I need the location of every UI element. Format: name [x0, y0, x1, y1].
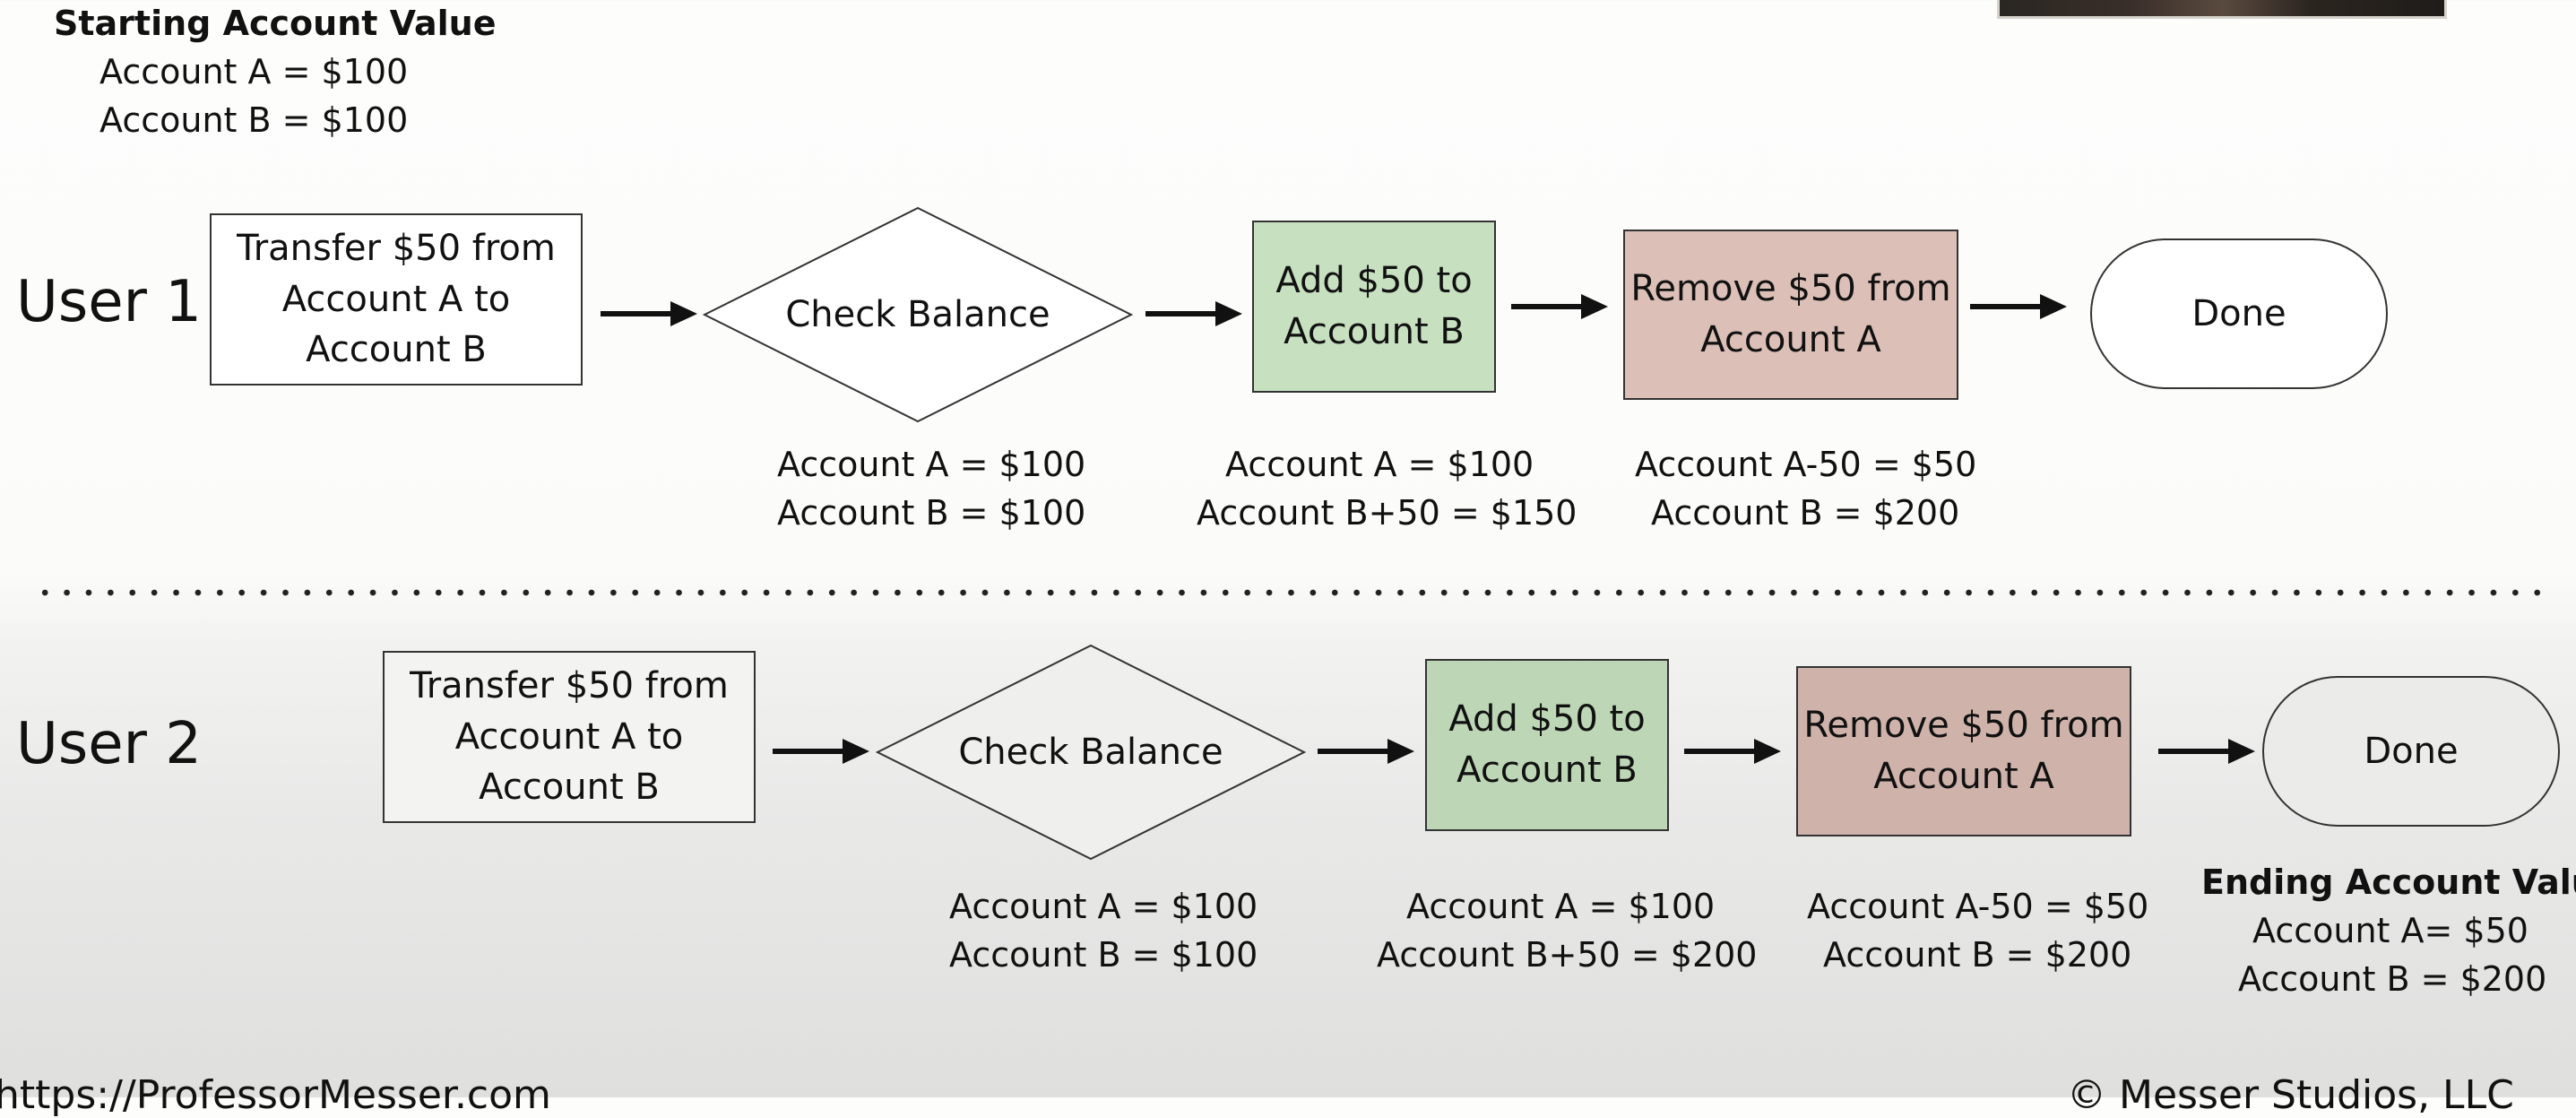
user2-done-label: Done — [2364, 730, 2459, 772]
user1-remove-val-a: Account A-50 = $50 — [1635, 445, 1977, 484]
user1-transfer-line1: Transfer $50 from — [237, 227, 556, 269]
user2-arrow-4 — [2158, 739, 2255, 764]
user2-remove-box: Remove $50 from Account A — [1796, 666, 2131, 836]
user2-remove-val-a: Account A-50 = $50 — [1807, 887, 2149, 926]
user2-arrow-2 — [1318, 739, 1414, 764]
user2-add-line1: Add $50 to — [1448, 698, 1646, 741]
user1-transfer-line2: Account A to — [281, 278, 511, 320]
user1-remove-box: Remove $50 from Account A — [1623, 230, 1958, 400]
user2-label: User 2 — [16, 711, 202, 777]
user1-add-val-b: Account B+50 = $150 — [1197, 493, 1578, 533]
user1-remove-line1: Remove $50 from — [1630, 268, 1951, 310]
user1-check-diamond: Check Balance — [703, 206, 1133, 423]
starting-line-a: Account A = $100 — [99, 52, 409, 91]
user2-done-terminal: Done — [2262, 676, 2560, 827]
user1-done-label: Done — [2191, 292, 2286, 334]
user2-remove-val-b: Account B = $200 — [1823, 935, 2132, 975]
user1-add-line2: Account B — [1284, 311, 1465, 352]
user2-transfer-line1: Transfer $50 from — [410, 664, 729, 706]
user2-add-box: Add $50 to Account B — [1425, 659, 1669, 831]
user1-add-val-a: Account A = $100 — [1225, 445, 1534, 484]
user2-add-val-a: Account A = $100 — [1406, 887, 1716, 926]
presenter-video-thumbnail — [1997, 0, 2447, 19]
user2-transfer-box: Transfer $50 from Account A to Account B — [383, 651, 756, 823]
ending-line-b: Account B = $200 — [2238, 959, 2547, 999]
user2-remove-line2: Account A — [1873, 756, 2054, 797]
user1-arrow-2 — [1145, 301, 1242, 326]
section-divider — [34, 588, 2553, 597]
user2-add-val-b: Account B+50 = $200 — [1377, 935, 1758, 975]
user1-check-label: Check Balance — [785, 294, 1050, 335]
user1-transfer-line3: Account B — [306, 329, 487, 371]
starting-line-b: Account B = $100 — [99, 100, 409, 140]
user1-arrow-3 — [1511, 294, 1608, 319]
user1-remove-val-b: Account B = $200 — [1651, 493, 1960, 533]
user2-check-label: Check Balance — [958, 732, 1223, 773]
user2-remove-line1: Remove $50 from — [1803, 705, 2124, 747]
user2-check-val-b: Account B = $100 — [949, 935, 1258, 975]
footer-website-link[interactable]: https://ProfessorMesser.com — [0, 1072, 551, 1118]
user1-remove-line2: Account A — [1700, 319, 1881, 360]
user2-transfer-line2: Account A to — [454, 715, 684, 758]
ending-line-a: Account A= $50 — [2252, 911, 2528, 950]
user1-transfer-box: Transfer $50 from Account A to Account B — [210, 213, 583, 386]
starting-header: Starting Account Value — [54, 4, 497, 43]
user1-check-val-a: Account A = $100 — [777, 445, 1086, 484]
user2-check-diamond: Check Balance — [876, 644, 1306, 861]
user1-arrow-4 — [1970, 294, 2067, 319]
ending-header: Ending Account Value — [2201, 862, 2576, 902]
user2-check-val-a: Account A = $100 — [949, 887, 1258, 926]
user1-add-line1: Add $50 to — [1275, 260, 1473, 302]
user2-transfer-line3: Account B — [479, 767, 660, 809]
user1-label: User 1 — [16, 269, 202, 335]
user2-arrow-1 — [773, 739, 869, 764]
user1-add-box: Add $50 to Account B — [1252, 221, 1496, 393]
user2-add-line2: Account B — [1457, 750, 1638, 791]
footer-copyright: © Messer Studios, LLC — [2067, 1072, 2514, 1118]
user1-arrow-1 — [601, 301, 697, 326]
user1-done-terminal: Done — [2090, 238, 2388, 389]
user2-arrow-3 — [1684, 739, 1781, 764]
user1-check-val-b: Account B = $100 — [777, 493, 1086, 533]
